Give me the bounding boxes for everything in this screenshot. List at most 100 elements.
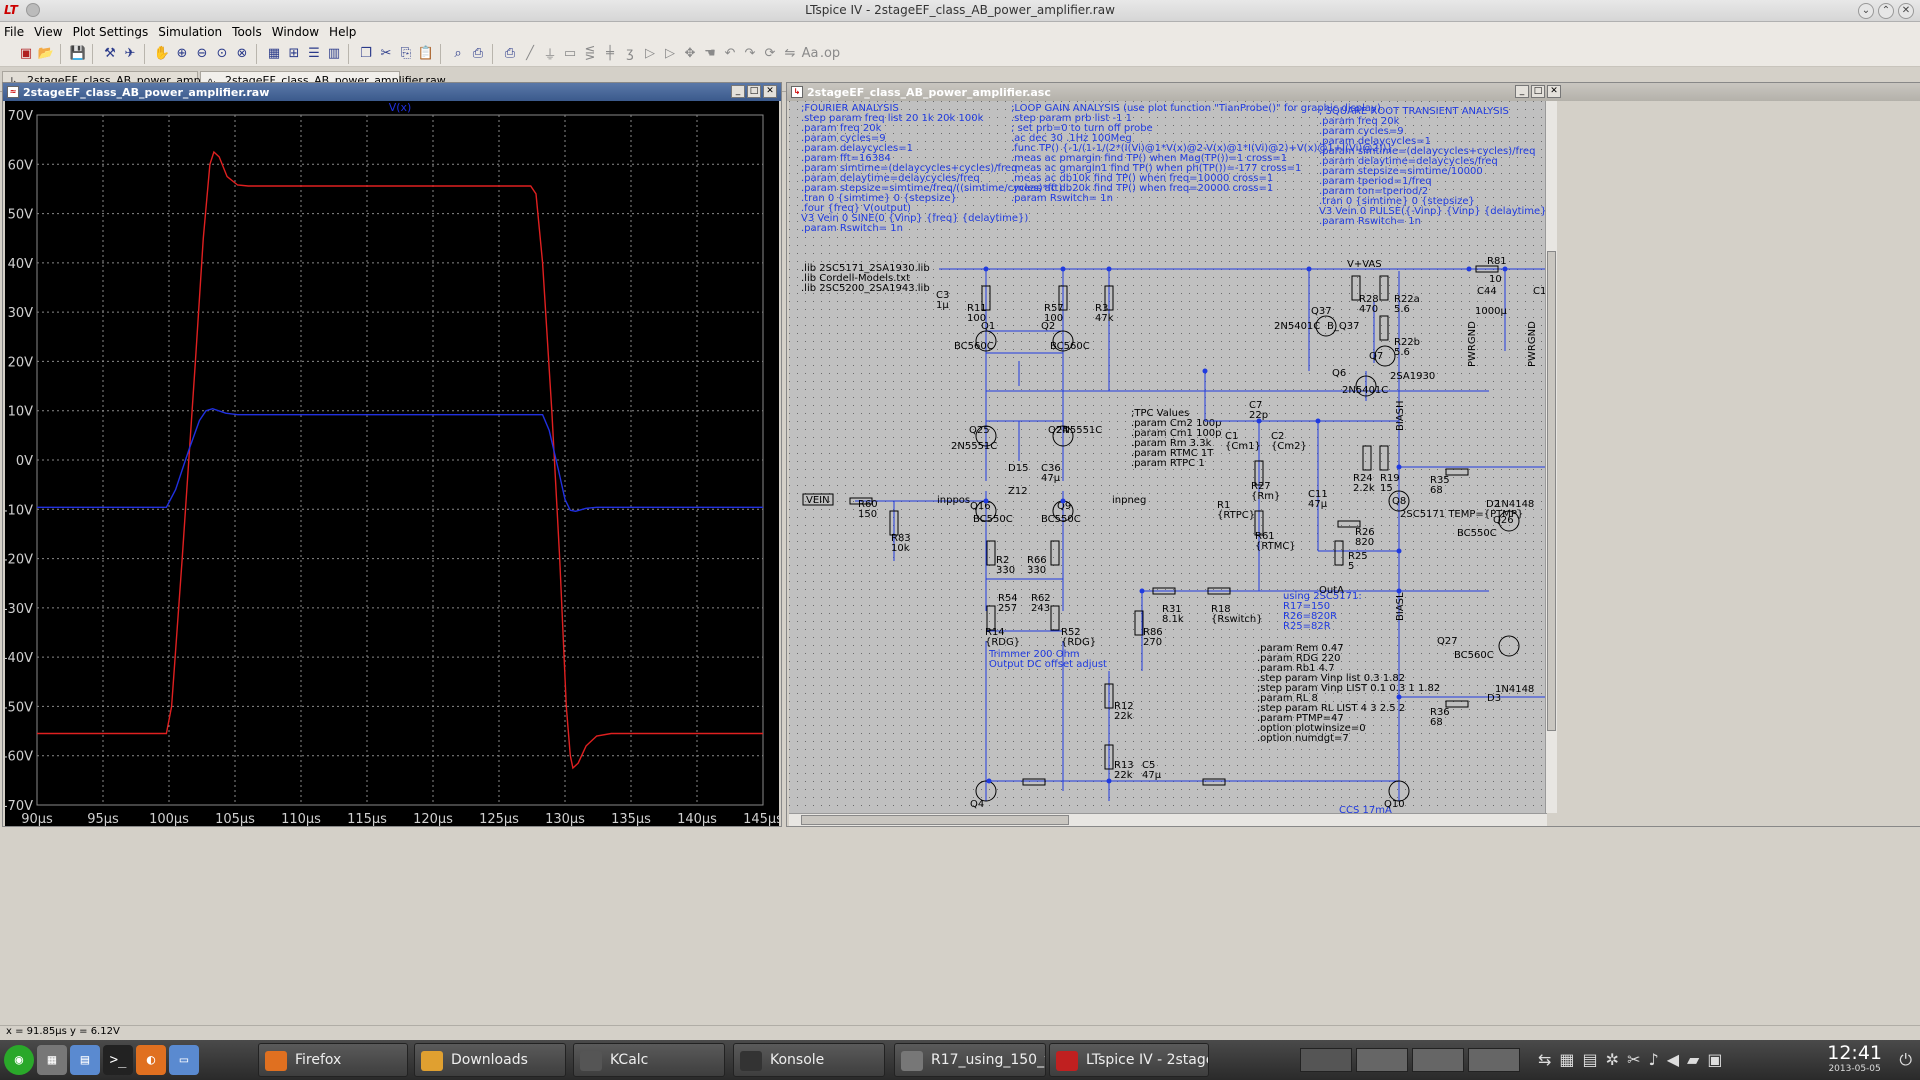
part-value[interactable]: {Cm2}: [1271, 441, 1307, 452]
part-value[interactable]: {RDG}: [985, 637, 1020, 648]
ground-icon[interactable]: ⏚: [543, 48, 557, 63]
task-5[interactable]: R17_using_150_ver...: [894, 1043, 1046, 1077]
part-q26[interactable]: Q26: [1493, 515, 1514, 526]
part-c44-value[interactable]: 1000µ: [1475, 306, 1507, 317]
find-icon[interactable]: ⌕: [454, 46, 462, 61]
part-q24[interactable]: Q24: [1048, 425, 1069, 436]
net-label-inppos[interactable]: inppos: [937, 495, 970, 506]
part-bc560c[interactable]: BC560C: [1454, 650, 1494, 661]
task-3[interactable]: KCalc: [573, 1043, 725, 1077]
part-q25[interactable]: Q25: [969, 425, 990, 436]
part-value[interactable]: 330: [1027, 565, 1046, 576]
trace-blue[interactable]: [37, 407, 763, 513]
loop-gain-directive[interactable]: .meas ac db10k find TP() when freq=10000…: [1011, 173, 1273, 184]
fourier-directive[interactable]: .param delaycycles=1: [801, 143, 913, 154]
part-r31[interactable]: R31: [1162, 604, 1182, 615]
menu-simulation[interactable]: Simulation: [158, 24, 223, 39]
param-directive[interactable]: .option numdgt=7: [1257, 733, 1349, 744]
param-directive[interactable]: .option plotwinsize=0: [1257, 723, 1366, 734]
square-transient-directive[interactable]: .param delaytime=delaycycles/freq: [1319, 156, 1498, 167]
tile-horizontal-icon[interactable]: ☰: [308, 46, 320, 61]
zoom-fit-icon[interactable]: ⊙: [216, 46, 228, 61]
menu-file[interactable]: File: [4, 24, 25, 39]
rotate-icon[interactable]: ⟳: [764, 46, 776, 61]
net-label-pwrgnd[interactable]: PWRGND: [1467, 321, 1478, 367]
schematic-window[interactable]: ↳ 2stageEF_class_AB_power_amplifier.asc …: [786, 82, 1920, 827]
part-r83[interactable]: R83: [891, 533, 911, 544]
part-value[interactable]: {RTMC}: [1255, 541, 1296, 552]
restore-button[interactable]: □: [747, 85, 761, 98]
lib-directive[interactable]: .lib 2SC5200_2SA1943.lib: [801, 283, 930, 294]
square-transient-directive[interactable]: .param ton=tperiod/2: [1319, 186, 1428, 197]
part-value[interactable]: 5: [1348, 561, 1354, 572]
square-transient-directive[interactable]: .param Rswitch= 1n: [1319, 216, 1421, 227]
notifications-icon[interactable]: ◀: [1666, 1050, 1679, 1069]
waveform-window-titlebar[interactable]: ≈ 2stageEF_class_AB_power_amplifier.raw …: [3, 83, 781, 101]
fourier-directive[interactable]: .param delaytime=delaycycles/freq: [801, 173, 980, 184]
part-c44[interactable]: C44: [1477, 286, 1497, 297]
part-q6[interactable]: Q6: [1332, 368, 1346, 379]
part-value[interactable]: {Cm1}: [1225, 441, 1261, 452]
capacitor-icon[interactable]: ╪: [606, 46, 614, 61]
shutdown-icon[interactable]: ⏻: [1899, 1050, 1912, 1069]
part-q9[interactable]: Q9: [1057, 501, 1071, 512]
part-c11[interactable]: C11: [1308, 489, 1328, 500]
tpc-directive[interactable]: .param RTPC 1: [1131, 458, 1205, 469]
part-r28[interactable]: R28: [1359, 294, 1379, 305]
drag-icon[interactable]: ☚: [704, 46, 716, 61]
desktop-2[interactable]: [1356, 1048, 1408, 1072]
volume-icon[interactable]: ♪: [1648, 1050, 1659, 1069]
display-icon[interactable]: ▦: [1559, 1050, 1575, 1069]
hscroll-thumb[interactable]: [801, 815, 1069, 825]
part-value[interactable]: 2.2k: [1353, 483, 1375, 494]
part-value[interactable]: 22k: [1114, 711, 1133, 722]
tpc-directive[interactable]: .param Rm 3.3k: [1131, 438, 1212, 449]
using-note[interactable]: R26=820R: [1283, 611, 1337, 622]
part-2n5401c[interactable]: 2N5401C: [1274, 321, 1320, 332]
using-note[interactable]: R17=150: [1283, 601, 1330, 612]
net-label-inpneg[interactable]: inpneg: [1112, 495, 1146, 506]
part-d15[interactable]: D15: [1008, 463, 1028, 474]
part-r24[interactable]: R24: [1353, 473, 1373, 484]
part-bc560c[interactable]: BC560C: [954, 341, 994, 352]
schematic-hscrollbar[interactable]: [789, 813, 1547, 826]
part-r13[interactable]: R13: [1114, 760, 1134, 771]
inductor-icon[interactable]: ʒ: [626, 46, 634, 61]
paste-icon[interactable]: 📋: [417, 46, 435, 61]
part-r61[interactable]: R61: [1255, 531, 1275, 542]
part-value[interactable]: 8.1k: [1162, 614, 1184, 625]
part-c3[interactable]: C3: [936, 290, 949, 301]
part-r86[interactable]: R86: [1143, 627, 1163, 638]
fourier-directive[interactable]: .param freq 20k: [801, 123, 882, 134]
system-monitor-icon[interactable]: ▦: [37, 1045, 67, 1075]
part-c7[interactable]: C7: [1249, 400, 1262, 411]
trace-label[interactable]: V(x): [389, 101, 412, 114]
loop-gain-directive[interactable]: .meas ac db20k find TP() when freq=20000…: [1011, 183, 1273, 194]
part-d2[interactable]: D2: [1486, 499, 1500, 510]
square-transient-directive[interactable]: .param tperiod=1/freq: [1319, 176, 1432, 187]
part-r12[interactable]: R12: [1114, 701, 1134, 712]
part-r81[interactable]: R81: [1487, 256, 1507, 267]
ccs-note[interactable]: CCS 17mA: [1339, 805, 1392, 813]
desktop-4[interactable]: [1468, 1048, 1520, 1072]
part-r54[interactable]: R54: [998, 593, 1018, 604]
network-icon[interactable]: ⇆: [1538, 1050, 1552, 1069]
part-r25[interactable]: R25: [1348, 551, 1368, 562]
square-transient-directive[interactable]: V3 Vein 0 PULSE({-Vinp} {Vinp} {delaytim…: [1319, 206, 1545, 217]
schematic-drawing[interactable]: ;FOURIER ANALYSIS.step param freq list 2…: [789, 101, 1545, 813]
part-q2[interactable]: Q2: [1041, 321, 1055, 332]
copy-icon[interactable]: ⎘: [400, 46, 412, 61]
tools-icon[interactable]: ✂: [1627, 1050, 1641, 1069]
net-label-biash[interactable]: BIASH: [1395, 400, 1406, 431]
trimmer-note[interactable]: Trimmer 200 Ohm: [988, 649, 1080, 660]
part-value[interactable]: 150: [858, 509, 877, 520]
part-r62[interactable]: R62: [1031, 593, 1051, 604]
menu-plot-settings[interactable]: Plot Settings: [72, 24, 149, 39]
tile-vertical-icon[interactable]: ▥: [327, 46, 341, 61]
cut-icon[interactable]: ✂: [380, 46, 392, 61]
vein-port[interactable]: [802, 493, 834, 506]
net-label-outa[interactable]: OutA: [1319, 585, 1344, 596]
zoom-out-icon[interactable]: ⊖: [196, 46, 208, 61]
